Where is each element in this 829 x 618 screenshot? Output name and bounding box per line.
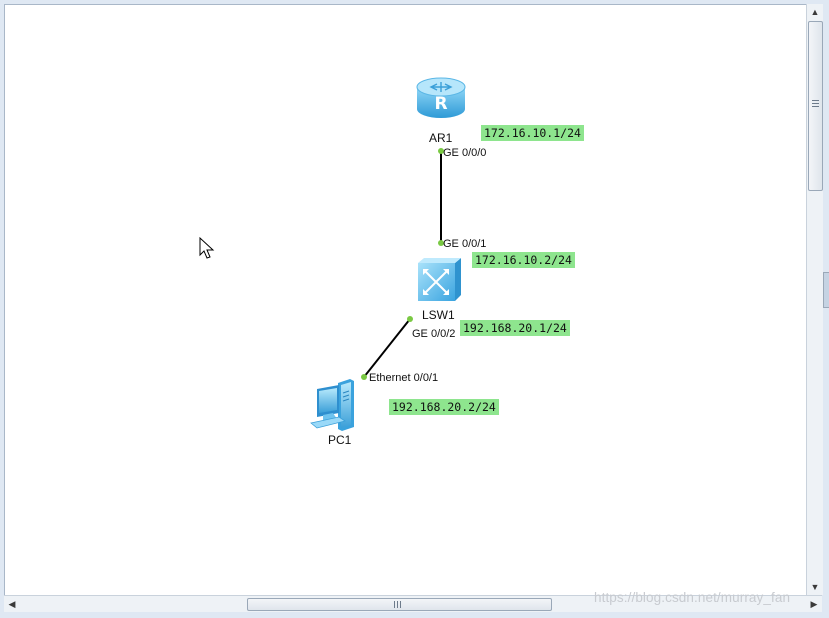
- port-dot-lsw1-ge001: [438, 240, 444, 246]
- link-lsw1-pc1[interactable]: [363, 318, 411, 378]
- scroll-left-button[interactable]: ◀: [8, 599, 16, 609]
- port-dot-pc1-eth001: [361, 374, 367, 380]
- port-label-lsw1-ge001: GE 0/0/1: [443, 238, 487, 250]
- device-name-lsw1: LSW1: [422, 308, 455, 322]
- svg-text:R: R: [434, 94, 447, 114]
- mouse-pointer-icon: [199, 236, 215, 259]
- pc-icon[interactable]: [310, 379, 354, 431]
- port-dot-ar1-ge000: [438, 148, 444, 154]
- topology-canvas[interactable]: R: [4, 4, 808, 597]
- horizontal-scroll-thumb[interactable]: [247, 598, 552, 611]
- scroll-up-button[interactable]: ▲: [810, 7, 820, 17]
- scroll-right-button[interactable]: ▶: [810, 599, 818, 609]
- ip-label-ar1: 172.16.10.1/24: [481, 125, 584, 141]
- horizontal-thumb-grip-icon: [394, 601, 403, 608]
- port-label-lsw1-ge002: GE 0/0/2: [412, 328, 456, 340]
- device-name-pc1: PC1: [328, 433, 352, 447]
- port-label-pc1-eth001: Ethernet 0/0/1: [369, 372, 439, 384]
- ip-label-lsw1-down: 192.168.20.1/24: [460, 320, 570, 336]
- ip-label-pc1: 192.168.20.2/24: [389, 399, 499, 415]
- ip-label-lsw1-up: 172.16.10.2/24: [472, 252, 575, 268]
- router-icon[interactable]: R: [416, 77, 466, 118]
- port-dot-lsw1-ge002: [407, 316, 413, 322]
- vertical-thumb-grip-icon: [812, 100, 819, 109]
- watermark: https://blog.csdn.net/murray_fan: [594, 590, 791, 605]
- switch-icon[interactable]: [418, 258, 461, 301]
- device-name-ar1: AR1: [429, 131, 453, 145]
- vertical-scrollbar[interactable]: ▲ ▼: [806, 4, 823, 595]
- horizontal-scrollbar[interactable]: ◀ ▶: [4, 595, 822, 612]
- vertical-scroll-thumb[interactable]: [808, 21, 823, 191]
- scroll-down-button[interactable]: ▼: [810, 582, 820, 592]
- topology-links: R: [199, 77, 466, 431]
- port-label-ar1-ge000: GE 0/0/0: [443, 147, 487, 159]
- side-panel-toggle[interactable]: [823, 272, 829, 308]
